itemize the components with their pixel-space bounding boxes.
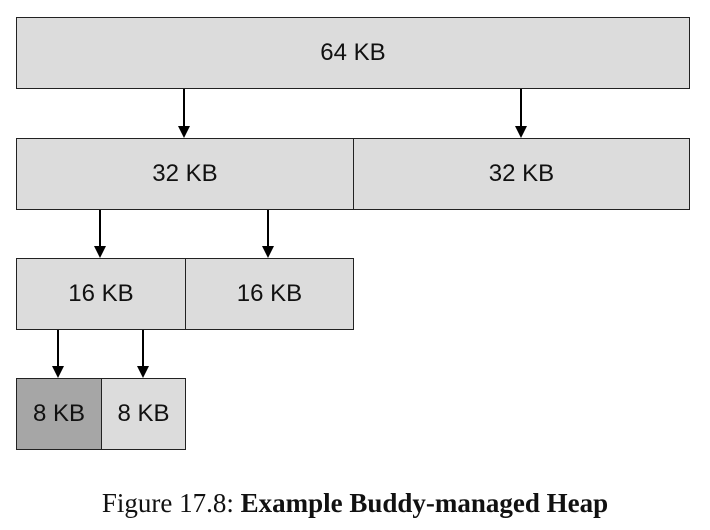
split-arrow-16-to-8-left [52,330,64,378]
block-16kb-right-label: 16 KB [236,280,303,307]
block-16kb-right: 16 KB [185,258,354,330]
split-arrow-16-to-8-right [137,330,149,378]
block-32kb-right-label: 32 KB [488,160,555,187]
figure-title: Example Buddy-managed Heap [240,488,609,518]
block-16kb-left-label: 16 KB [68,280,134,307]
block-32kb-left: 32 KB [16,138,354,210]
block-16kb-left: 16 KB [16,258,186,330]
block-32kb-right: 32 KB [353,138,690,210]
split-arrow-64-to-32-right [515,89,527,138]
block-8kb-free-label: 8 KB [117,400,170,427]
figure-caption: Figure 17.8: Example Buddy-managed Heap [0,488,710,519]
block-8kb-allocated-label: 8 KB [32,400,86,427]
split-arrow-32-to-16-right [262,210,274,258]
split-arrow-32-to-16-left [94,210,106,258]
split-arrow-64-to-32-left [178,89,190,138]
block-8kb-free: 8 KB [101,378,186,450]
block-8kb-allocated: 8 KB [16,378,102,450]
figure-number: Figure 17.8: [101,488,234,518]
block-32kb-left-label: 32 KB [152,160,218,187]
block-64kb: 64 KB [16,17,690,89]
block-64kb-label: 64 KB [320,39,386,66]
